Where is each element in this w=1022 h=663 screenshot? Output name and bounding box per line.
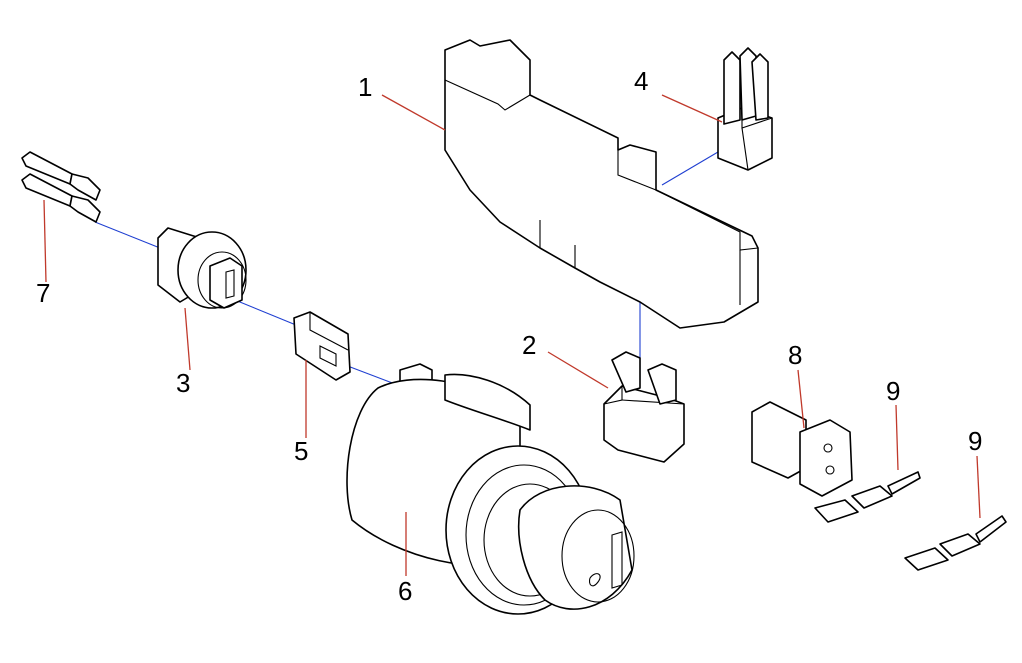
callout-9a: 9	[886, 376, 900, 406]
part-4-terminal-clip	[717, 47, 773, 171]
part-5-locking-slide	[293, 311, 351, 381]
part-9a-crimp-terminal	[814, 471, 921, 523]
part-6-lighter-socket	[346, 363, 635, 615]
callout-5: 5	[294, 436, 308, 466]
axis-1-4	[661, 151, 719, 186]
leader-7	[43, 199, 47, 283]
callout-9b: 9	[968, 426, 982, 456]
callout-1: 1	[358, 72, 372, 102]
part-1-fuse-holder	[444, 39, 759, 329]
callout-2: 2	[522, 330, 536, 360]
callout-4: 4	[634, 66, 648, 96]
leader-4	[661, 94, 723, 123]
callout-8: 8	[788, 340, 802, 370]
callout-6: 6	[398, 576, 412, 606]
part-9b-crimp-terminal	[904, 515, 1007, 571]
leader-2	[547, 351, 609, 389]
leader-9a	[895, 404, 899, 471]
axis-7-3	[94, 221, 161, 249]
leader-3	[184, 307, 191, 371]
part-8-two-pin-plug	[751, 401, 853, 497]
leader-1	[381, 94, 446, 131]
axis-5-6	[344, 364, 396, 385]
leader-lines	[43, 94, 981, 576]
callout-7: 7	[36, 278, 50, 308]
leader-8	[797, 369, 805, 429]
leader-9b	[976, 455, 981, 519]
callout-labels: 1 2 3 4 5 6 7 8 9 9	[36, 66, 982, 606]
part-2-blade-fuse	[603, 351, 685, 463]
axis-3-5	[234, 299, 297, 326]
callout-3: 3	[176, 368, 190, 398]
part-7-pin-terminals	[21, 151, 101, 223]
part-3-socket	[157, 227, 247, 309]
